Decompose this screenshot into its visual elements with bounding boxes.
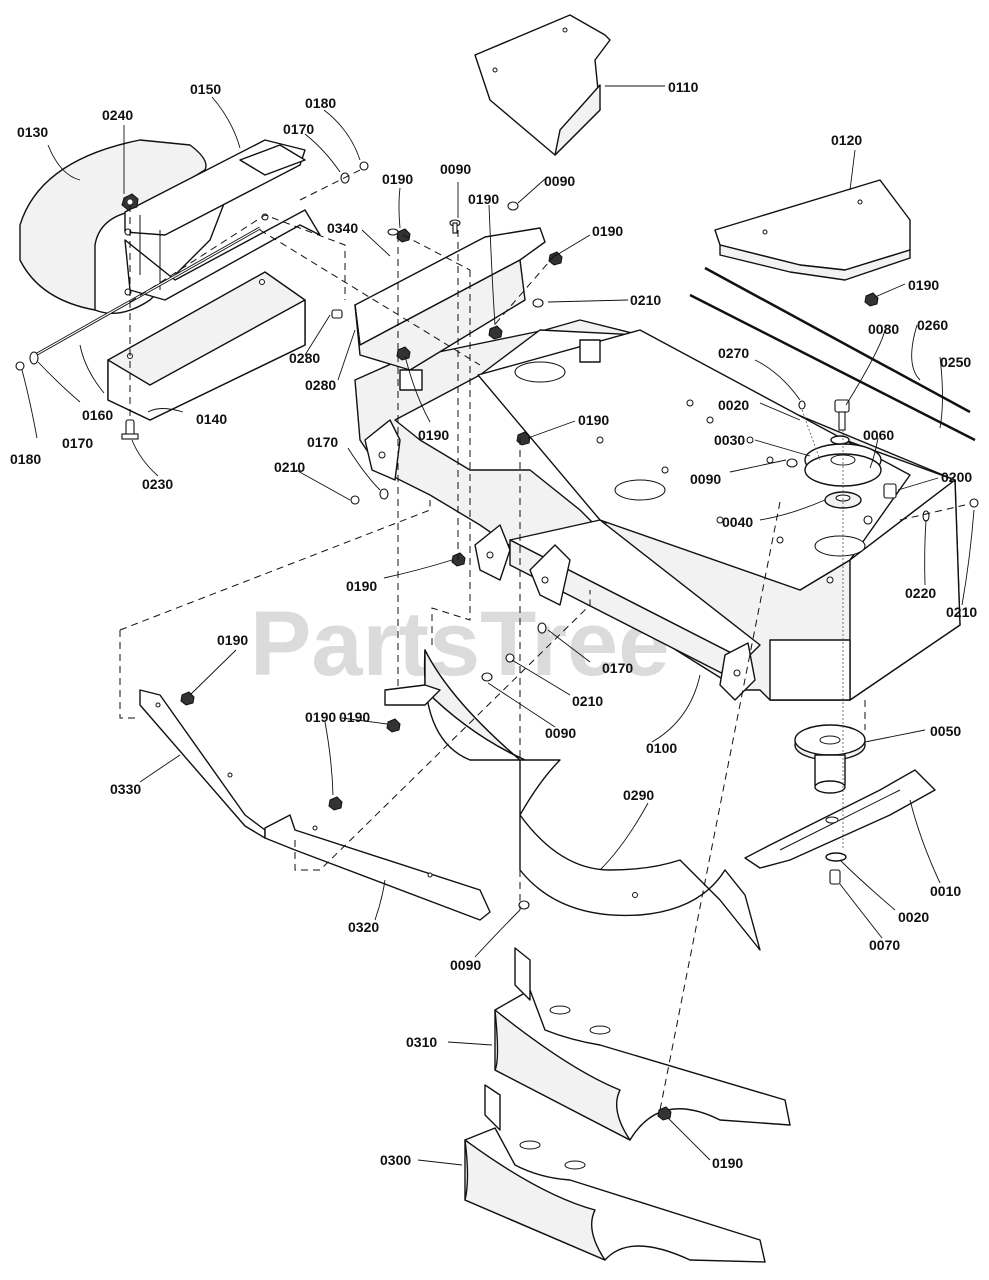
label-0190: 0190 bbox=[346, 578, 377, 594]
label-0190: 0190 bbox=[305, 709, 336, 725]
label-0090: 0090 bbox=[545, 725, 576, 741]
label-0170: 0170 bbox=[307, 434, 338, 450]
label-0170: 0170 bbox=[62, 435, 93, 451]
part-0100-front-rail bbox=[509, 519, 761, 701]
hardware-deck bbox=[180, 201, 979, 1121]
label-0260: 0260 bbox=[917, 317, 948, 333]
label-0090: 0090 bbox=[440, 161, 471, 177]
part-0320-baffle-strip bbox=[264, 814, 491, 921]
label-0190: 0190 bbox=[217, 632, 248, 648]
part-labels: 0130 0240 0150 0180 0170 0110 0120 0190 … bbox=[10, 79, 977, 1171]
part-deck-side-bracket bbox=[364, 419, 571, 606]
part-0340-baffle-bracket bbox=[354, 227, 546, 391]
part-0050-spindle-housing bbox=[794, 724, 866, 794]
label-0210: 0210 bbox=[630, 292, 661, 308]
label-0320: 0320 bbox=[348, 919, 379, 935]
label-0190: 0190 bbox=[418, 427, 449, 443]
label-0070: 0070 bbox=[869, 937, 900, 953]
label-0190: 0190 bbox=[339, 709, 370, 725]
label-0120: 0120 bbox=[831, 132, 862, 148]
label-0150: 0150 bbox=[190, 81, 221, 97]
label-0190: 0190 bbox=[578, 412, 609, 428]
hardware-left bbox=[15, 161, 369, 440]
label-0100: 0100 bbox=[646, 740, 677, 756]
label-0020: 0020 bbox=[718, 397, 749, 413]
part-0150-chute-bracket bbox=[124, 139, 321, 301]
label-0330: 0330 bbox=[110, 781, 141, 797]
label-0170: 0170 bbox=[283, 121, 314, 137]
label-0210: 0210 bbox=[572, 693, 603, 709]
part-0300-baffle bbox=[464, 1084, 766, 1263]
part-deck-housing bbox=[354, 319, 961, 701]
label-0090: 0090 bbox=[544, 173, 575, 189]
leader-lines bbox=[21, 85, 975, 1166]
label-0340: 0340 bbox=[327, 220, 358, 236]
label-0030: 0030 bbox=[714, 432, 745, 448]
label-0140: 0140 bbox=[196, 411, 227, 427]
label-0300: 0300 bbox=[380, 1152, 411, 1168]
part-0140-chute-plate bbox=[107, 271, 306, 421]
label-0110: 0110 bbox=[668, 79, 699, 95]
label-0010: 0010 bbox=[930, 883, 961, 899]
alignment-lines bbox=[119, 169, 966, 1111]
label-0240: 0240 bbox=[102, 107, 133, 123]
part-0160-rod bbox=[29, 226, 261, 360]
part-0310-baffle bbox=[494, 947, 791, 1141]
part-0120-belt-cover bbox=[714, 179, 911, 281]
label-0250: 0250 bbox=[940, 354, 971, 370]
label-0130: 0130 bbox=[17, 124, 48, 140]
label-0060: 0060 bbox=[863, 427, 894, 443]
label-0210: 0210 bbox=[274, 459, 305, 475]
label-0190: 0190 bbox=[382, 171, 413, 187]
part-0330-baffle-strip bbox=[139, 689, 266, 839]
label-0080: 0080 bbox=[868, 321, 899, 337]
label-0280: 0280 bbox=[289, 350, 320, 366]
label-0020: 0020 bbox=[898, 909, 929, 925]
label-0160: 0160 bbox=[82, 407, 113, 423]
part-0110-top-cover bbox=[474, 14, 611, 156]
label-0050: 0050 bbox=[930, 723, 961, 739]
label-0180: 0180 bbox=[10, 451, 41, 467]
label-0190: 0190 bbox=[468, 191, 499, 207]
label-0220: 0220 bbox=[905, 585, 936, 601]
label-0090: 0090 bbox=[690, 471, 721, 487]
label-0280: 0280 bbox=[305, 377, 336, 393]
label-0190: 0190 bbox=[712, 1155, 743, 1171]
label-0190: 0190 bbox=[592, 223, 623, 239]
part-0250-0260-rods bbox=[689, 266, 976, 442]
label-0040: 0040 bbox=[722, 514, 753, 530]
label-0210: 0210 bbox=[946, 604, 977, 620]
label-0230: 0230 bbox=[142, 476, 173, 492]
label-0200: 0200 bbox=[941, 469, 972, 485]
label-0170: 0170 bbox=[602, 660, 633, 676]
label-0270: 0270 bbox=[718, 345, 749, 361]
part-0010-blade bbox=[744, 769, 936, 885]
label-0290: 0290 bbox=[623, 787, 654, 803]
label-0310: 0310 bbox=[406, 1034, 437, 1050]
label-0090: 0090 bbox=[450, 957, 481, 973]
label-0180: 0180 bbox=[305, 95, 336, 111]
label-0190: 0190 bbox=[908, 277, 939, 293]
